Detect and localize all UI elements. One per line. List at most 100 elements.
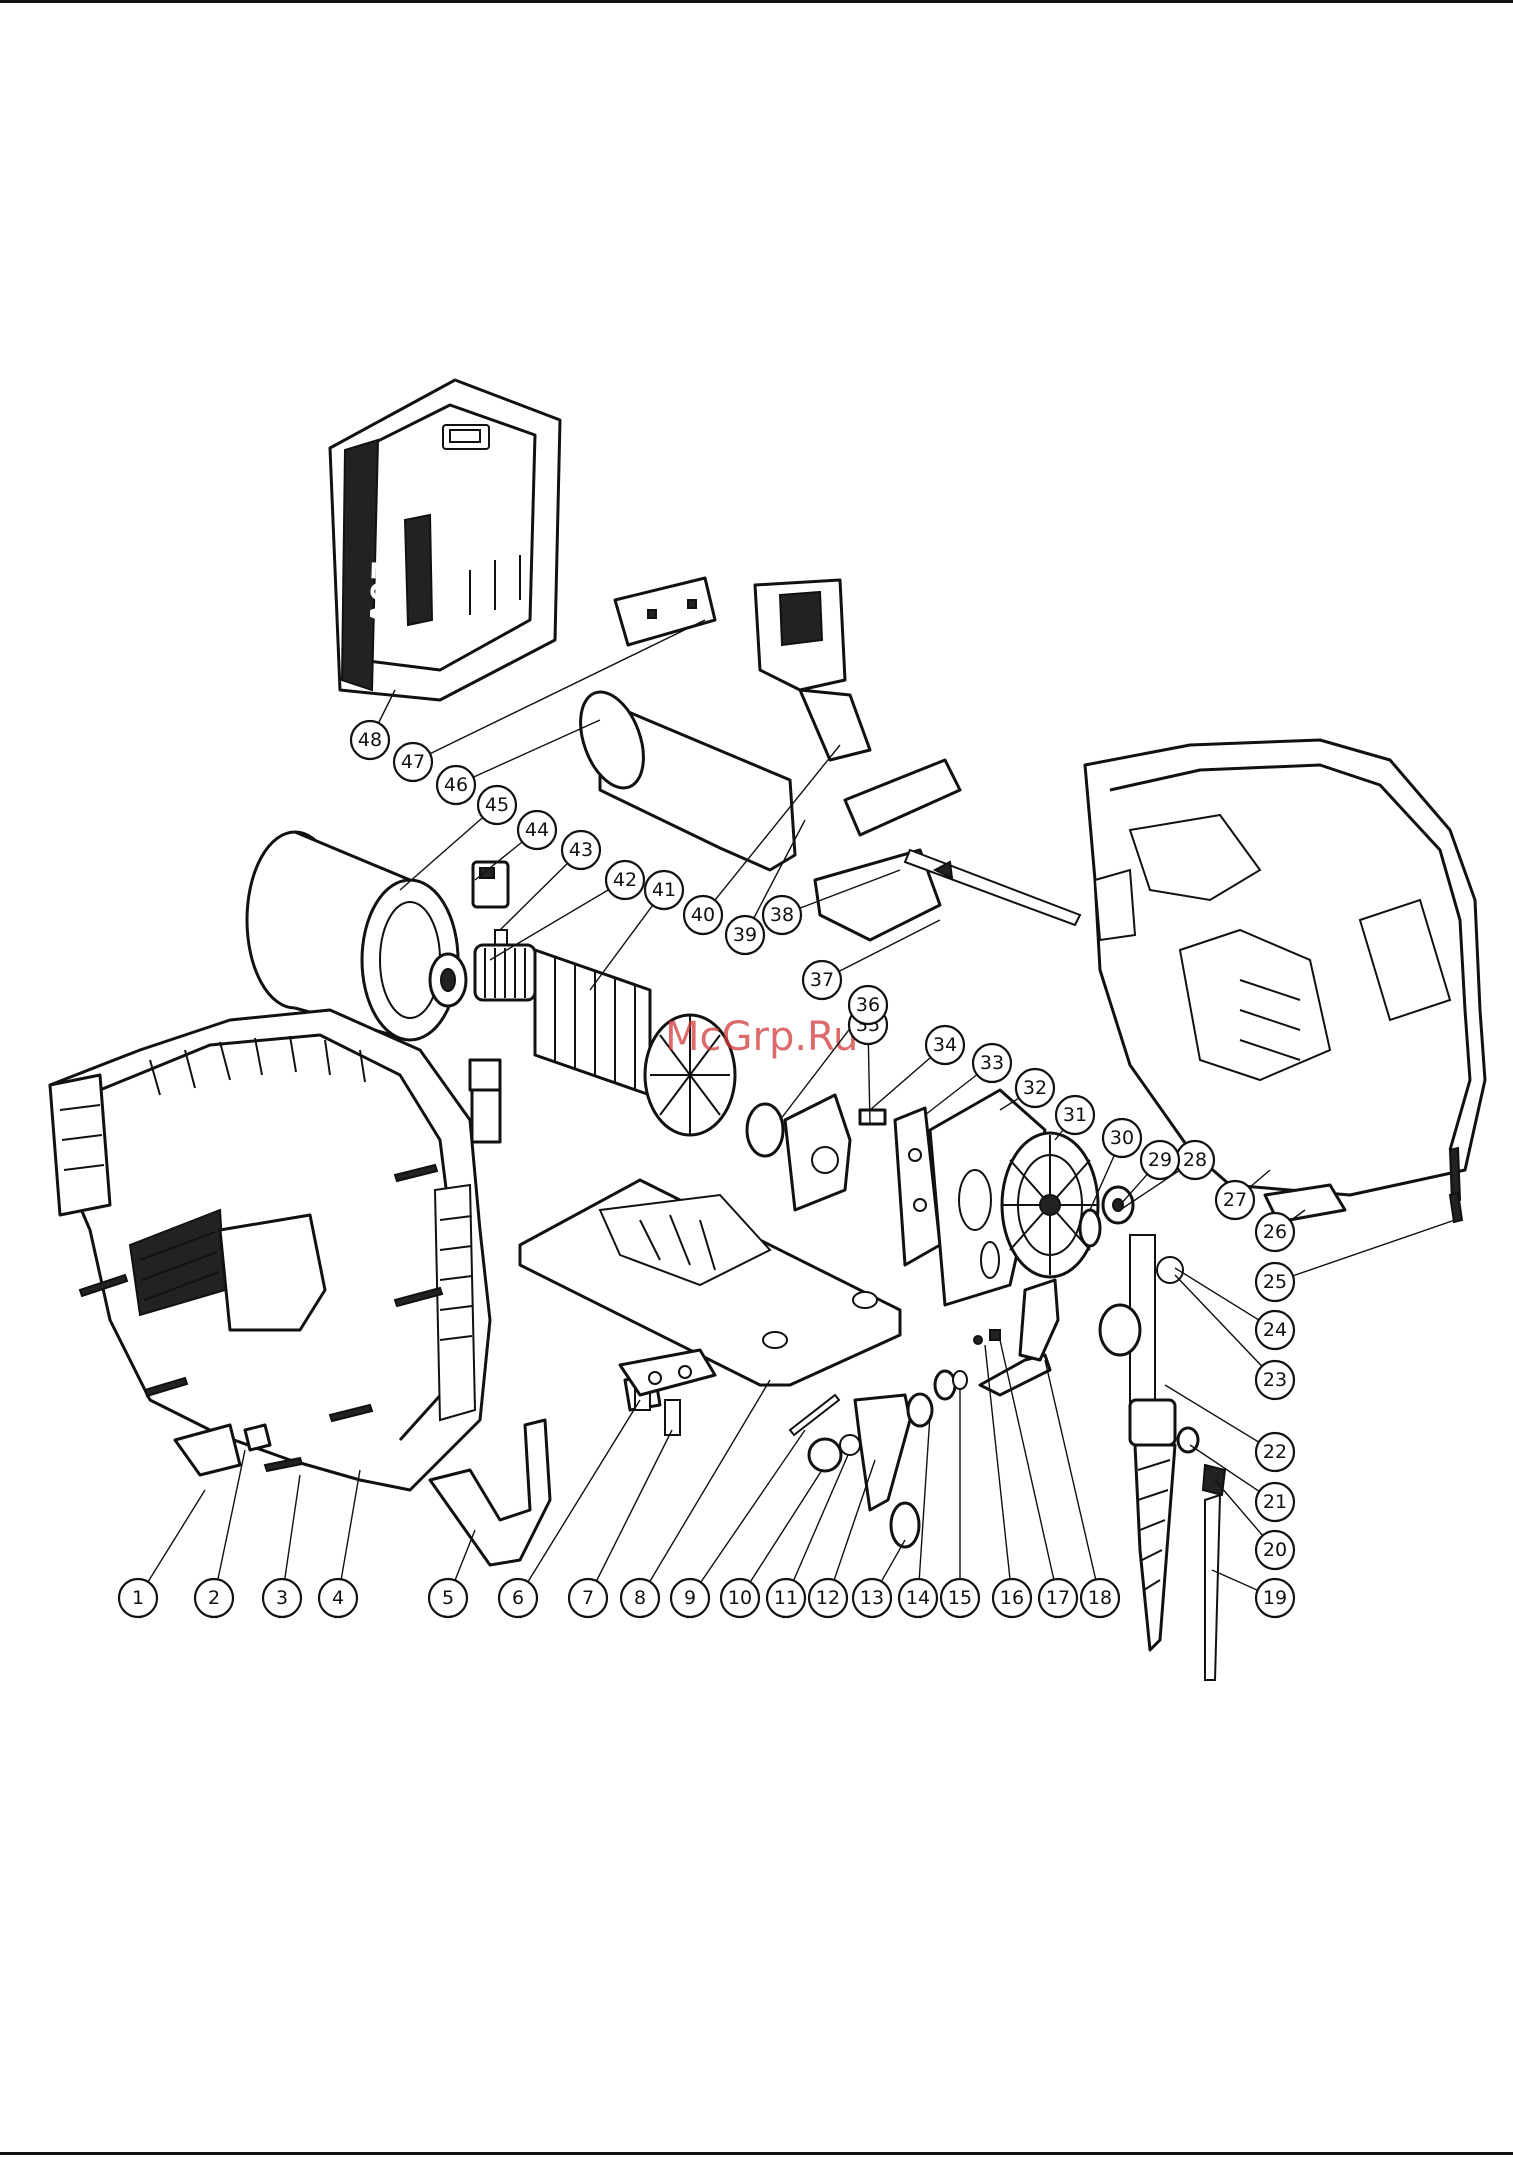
callout-label: 27 <box>1223 1189 1247 1211</box>
callout-label: 31 <box>1063 1104 1087 1126</box>
callout-label: 32 <box>1023 1077 1047 1099</box>
callout-label: 13 <box>860 1587 884 1609</box>
carbon-brush <box>470 1060 500 1142</box>
battery-voltage-label: 20V <box>362 560 399 627</box>
callout-label: 1 <box>132 1587 144 1609</box>
callout-21: 21 <box>1256 1483 1294 1521</box>
callout-label: 20 <box>1263 1539 1287 1561</box>
leader-line-12 <box>828 1460 875 1598</box>
callout-label: 18 <box>1088 1587 1112 1609</box>
callout-8: 8 <box>621 1579 659 1617</box>
callout-label: 29 <box>1148 1149 1172 1171</box>
callout-24: 24 <box>1256 1311 1294 1349</box>
callout-label: 8 <box>634 1587 646 1609</box>
callout-label: 37 <box>810 969 834 991</box>
callout-12: 12 <box>809 1579 847 1617</box>
watermark-text: McGrp.Ru <box>665 1014 858 1060</box>
battery-pack: 20V <box>330 380 560 700</box>
callout-4: 4 <box>319 1579 357 1617</box>
callout-25: 25 <box>1256 1263 1294 1301</box>
leader-line-9 <box>690 1430 805 1598</box>
callout-47: 47 <box>394 743 432 781</box>
callout-14: 14 <box>899 1579 937 1617</box>
callout-label: 11 <box>774 1587 798 1609</box>
left-housing <box>50 1010 490 1490</box>
callout-label: 43 <box>569 839 593 861</box>
callout-39: 39 <box>726 916 764 954</box>
callout-label: 24 <box>1263 1319 1287 1341</box>
callout-6: 6 <box>499 1579 537 1617</box>
callout-31: 31 <box>1056 1096 1094 1134</box>
callout-15: 15 <box>941 1579 979 1617</box>
callout-17: 17 <box>1039 1579 1077 1617</box>
callout-label: 17 <box>1046 1587 1070 1609</box>
callout-40: 40 <box>684 896 722 934</box>
callout-16: 16 <box>993 1579 1031 1617</box>
callout-45: 45 <box>478 786 516 824</box>
callout-19: 19 <box>1256 1579 1294 1617</box>
callout-34: 34 <box>926 1026 964 1064</box>
callout-22: 22 <box>1256 1433 1294 1471</box>
callout-13: 13 <box>853 1579 891 1617</box>
callout-label: 26 <box>1263 1221 1287 1243</box>
callout-20: 20 <box>1256 1531 1294 1569</box>
callout-label: 12 <box>816 1587 840 1609</box>
callout-label: 28 <box>1183 1149 1207 1171</box>
callout-label: 25 <box>1263 1271 1287 1293</box>
callout-label: 30 <box>1110 1127 1134 1149</box>
callout-label: 46 <box>444 774 468 796</box>
callout-label: 40 <box>691 904 715 926</box>
callout-label: 47 <box>401 751 425 773</box>
callout-30: 30 <box>1103 1119 1141 1157</box>
callout-42: 42 <box>606 861 644 899</box>
callout-28: 28 <box>1176 1141 1214 1179</box>
callout-7: 7 <box>569 1579 607 1617</box>
callout-26: 26 <box>1256 1213 1294 1251</box>
callout-36: 36 <box>849 986 887 1024</box>
leader-line-7 <box>588 1430 672 1598</box>
callout-label: 22 <box>1263 1441 1287 1463</box>
callout-label: 42 <box>613 869 637 891</box>
callout-46: 46 <box>437 766 475 804</box>
terminal-plate <box>615 578 715 645</box>
drive-gear <box>1002 1133 1098 1277</box>
callout-1: 1 <box>119 1579 157 1617</box>
callout-label: 4 <box>332 1587 344 1609</box>
right-housing <box>1085 740 1485 1202</box>
callout-label: 16 <box>1000 1587 1024 1609</box>
base-screws <box>620 1350 715 1435</box>
callout-label: 21 <box>1263 1491 1287 1513</box>
callout-11: 11 <box>767 1579 805 1617</box>
leader-line-25 <box>1275 1220 1455 1282</box>
callout-23: 23 <box>1256 1361 1294 1399</box>
callout-27: 27 <box>1216 1181 1254 1219</box>
callout-label: 23 <box>1263 1369 1287 1391</box>
trigger-switch <box>755 580 870 760</box>
leader-line-8 <box>640 1380 770 1598</box>
callout-label: 39 <box>733 924 757 946</box>
callout-44: 44 <box>518 811 556 849</box>
callout-label: 7 <box>582 1587 594 1609</box>
callout-37: 37 <box>803 961 841 999</box>
callout-32: 32 <box>1016 1069 1054 1107</box>
callout-10: 10 <box>721 1579 759 1617</box>
callout-18: 18 <box>1081 1579 1119 1617</box>
callout-3: 3 <box>263 1579 301 1617</box>
leader-line-11 <box>786 1455 848 1598</box>
base-plate <box>520 1180 900 1385</box>
callout-43: 43 <box>562 831 600 869</box>
plunger-assembly <box>1100 1235 1225 1680</box>
callout-38: 38 <box>763 896 801 934</box>
callout-label: 45 <box>485 794 509 816</box>
leader-line-18 <box>1045 1360 1100 1598</box>
stator-magnet-sleeve <box>247 832 458 1040</box>
callout-33: 33 <box>973 1044 1011 1082</box>
callout-5: 5 <box>429 1579 467 1617</box>
callout-48: 48 <box>351 721 389 759</box>
callout-label: 10 <box>728 1587 752 1609</box>
callout-label: 14 <box>906 1587 930 1609</box>
callout-label: 5 <box>442 1587 454 1609</box>
callout-label: 33 <box>980 1052 1004 1074</box>
callout-41: 41 <box>645 871 683 909</box>
